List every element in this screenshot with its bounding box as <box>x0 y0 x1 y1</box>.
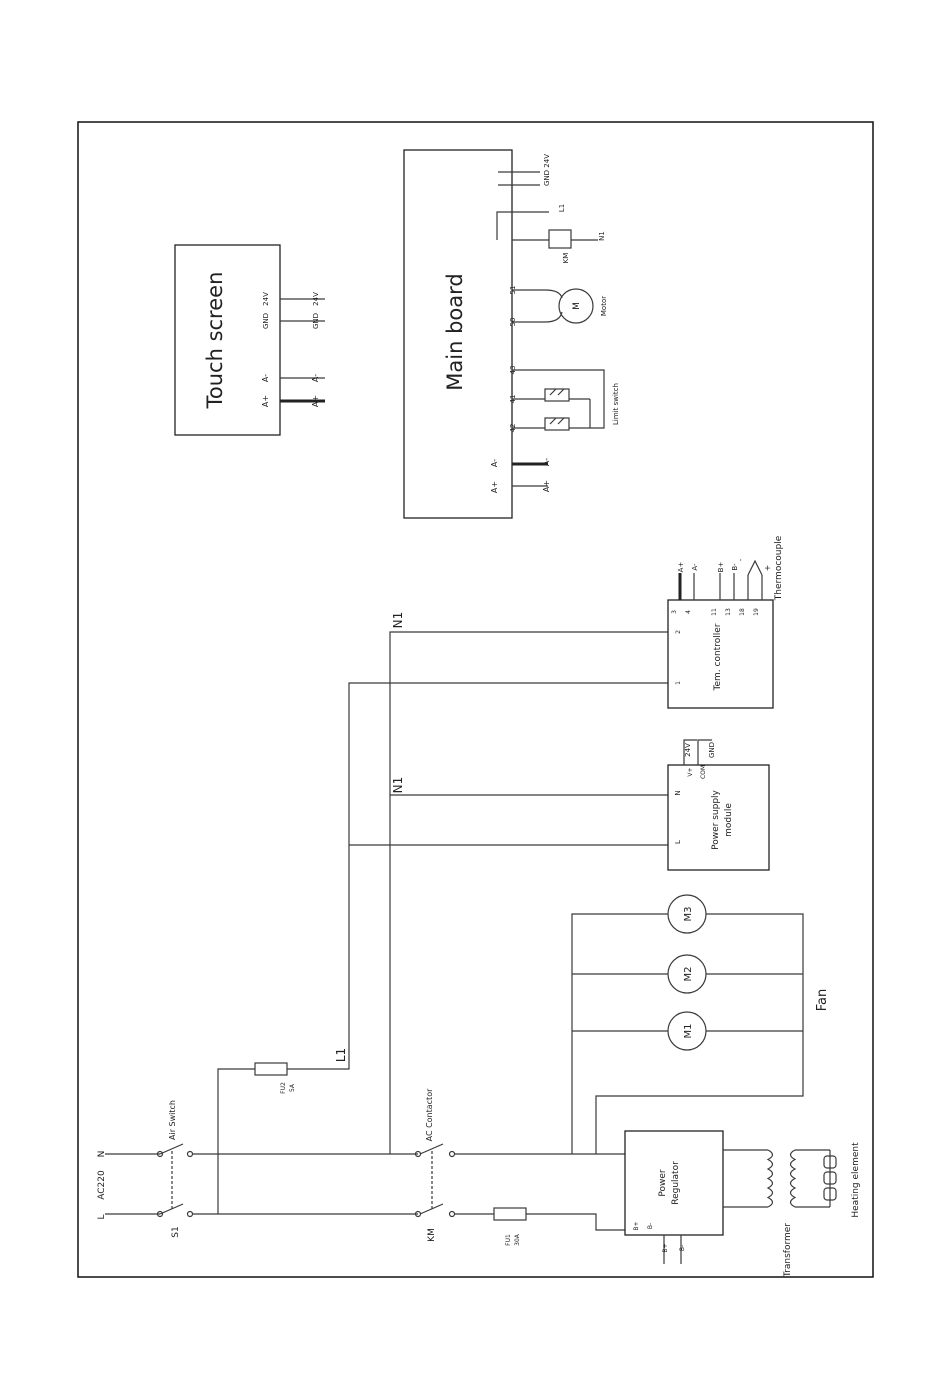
regulator-b-plus: B+ <box>633 1221 640 1230</box>
tem-pin-2: 2 <box>675 630 682 634</box>
fu2-name: FU2 <box>280 1082 287 1094</box>
fan-circuit <box>571 894 804 1154</box>
l1-label: L1 <box>334 1048 348 1062</box>
main-board-label: Main board <box>443 273 467 390</box>
power-supply-v: V+ <box>687 767 694 776</box>
touch-pin-a-minus: A- <box>261 374 270 382</box>
limit-switch-label: Limit switch <box>612 383 620 425</box>
board-pin-a-plus: A+ <box>490 481 499 493</box>
fan-caption: Fan <box>815 989 830 1012</box>
board-supply-label: GND 24V <box>543 154 551 186</box>
fu1-rating: 30A <box>514 1233 521 1246</box>
main-board-box <box>403 149 513 519</box>
heating-element <box>823 1150 837 1207</box>
regulator-in-plus: B+ <box>662 1243 669 1252</box>
fan-m3-label: M3 <box>683 907 694 922</box>
regulator-in-minus: B- <box>679 1245 686 1251</box>
tem-pin-1: 1 <box>675 681 682 685</box>
motor-symbol: M <box>572 302 582 310</box>
board-ext-a-minus: A- <box>542 458 551 466</box>
diagram-frame <box>77 121 874 1278</box>
touch-ext-a-minus: A- <box>311 374 320 382</box>
tem-pin-11: 11 <box>711 608 718 616</box>
n1-label-top: N1 <box>391 612 405 629</box>
thermocouple-minus: - <box>737 558 745 561</box>
touch-screen-terminals <box>280 298 325 403</box>
km-coil-circuit <box>496 211 598 249</box>
tem-pin-19: 19 <box>753 608 760 616</box>
board-n1-label: N1 <box>598 231 606 241</box>
fan-m2-label: M2 <box>683 967 694 982</box>
input-n-label: N <box>97 1151 107 1158</box>
heating-element-label: Heating element <box>851 1142 861 1218</box>
power-supply-l: L <box>674 840 682 844</box>
tem-ext-a-plus: A+ <box>677 562 685 573</box>
fu1-name: FU1 <box>505 1234 512 1246</box>
tem-pin-4: 4 <box>685 610 692 614</box>
tem-ext-a-minus: A- <box>691 563 699 571</box>
transformer-label: Transformer <box>783 1223 793 1278</box>
power-supply-box <box>667 764 770 871</box>
board-l1-label: L1 <box>558 204 566 212</box>
regulator-line1: Power <box>658 1169 668 1197</box>
km-label: KM <box>427 1228 437 1242</box>
power-supply-com: COM <box>700 765 707 779</box>
board-pin-a-minus: A- <box>490 459 499 467</box>
motor-circuit <box>512 288 594 324</box>
power-supply-line2: module <box>724 803 734 837</box>
input-lines <box>105 1143 418 1218</box>
tem-pin-3: 3 <box>671 610 678 614</box>
n1-label-mid: N1 <box>391 777 405 794</box>
fuse-fu1 <box>493 1207 527 1221</box>
regulator-line2: Regulator <box>671 1161 681 1205</box>
touch-ext-a-plus: A+ <box>311 395 320 407</box>
touch-pin-a-plus: A+ <box>261 395 270 407</box>
fuse-fu2 <box>217 682 668 1214</box>
ac-contactor <box>414 1143 625 1231</box>
regulator-b-minus: B- <box>647 1223 654 1229</box>
tem-ext-b-minus: B- <box>731 563 739 571</box>
touch-screen-box <box>174 244 281 436</box>
air-switch-label: Air Switch <box>168 1100 177 1140</box>
touch-ext-gnd: GND <box>312 313 320 329</box>
s1-label: S1 <box>171 1226 181 1237</box>
transformer <box>723 1149 830 1208</box>
power-supply-24v: 24V <box>684 743 692 757</box>
ac-contactor-label: AC Contactor <box>425 1088 434 1141</box>
power-regulator-box <box>624 1130 724 1236</box>
motor-label: Motor <box>600 296 608 316</box>
touch-ext-24v: 24V <box>312 292 320 306</box>
tem-ext-b-plus: B+ <box>717 562 725 573</box>
tem-pin-13: 13 <box>725 608 732 616</box>
board-ext-a-plus: A+ <box>542 480 551 492</box>
touch-screen-label: Touch screen <box>203 272 227 410</box>
thermocouple-label: Thermocouple <box>774 535 784 601</box>
input-ac220-label: AC220 <box>97 1170 107 1200</box>
power-supply-gnd: GND <box>708 742 716 758</box>
fan-m1-label: M1 <box>683 1024 694 1039</box>
touch-pin-gnd: GND <box>262 313 270 329</box>
board-km-label: KM <box>562 253 570 264</box>
tem-pin-18: 18 <box>739 608 746 616</box>
tem-terminal-wires <box>678 559 763 600</box>
limit-switch-circuit <box>512 369 605 431</box>
input-l-label: L <box>97 1214 107 1219</box>
touch-pin-24v: 24V <box>262 292 270 306</box>
fu2-rating: 5A <box>289 1083 296 1092</box>
tem-controller-label: Tem. controller <box>713 623 723 691</box>
power-supply-n: N <box>674 790 682 795</box>
thermocouple-plus: + <box>763 565 772 572</box>
power-supply-line1: Power supply <box>711 789 721 849</box>
